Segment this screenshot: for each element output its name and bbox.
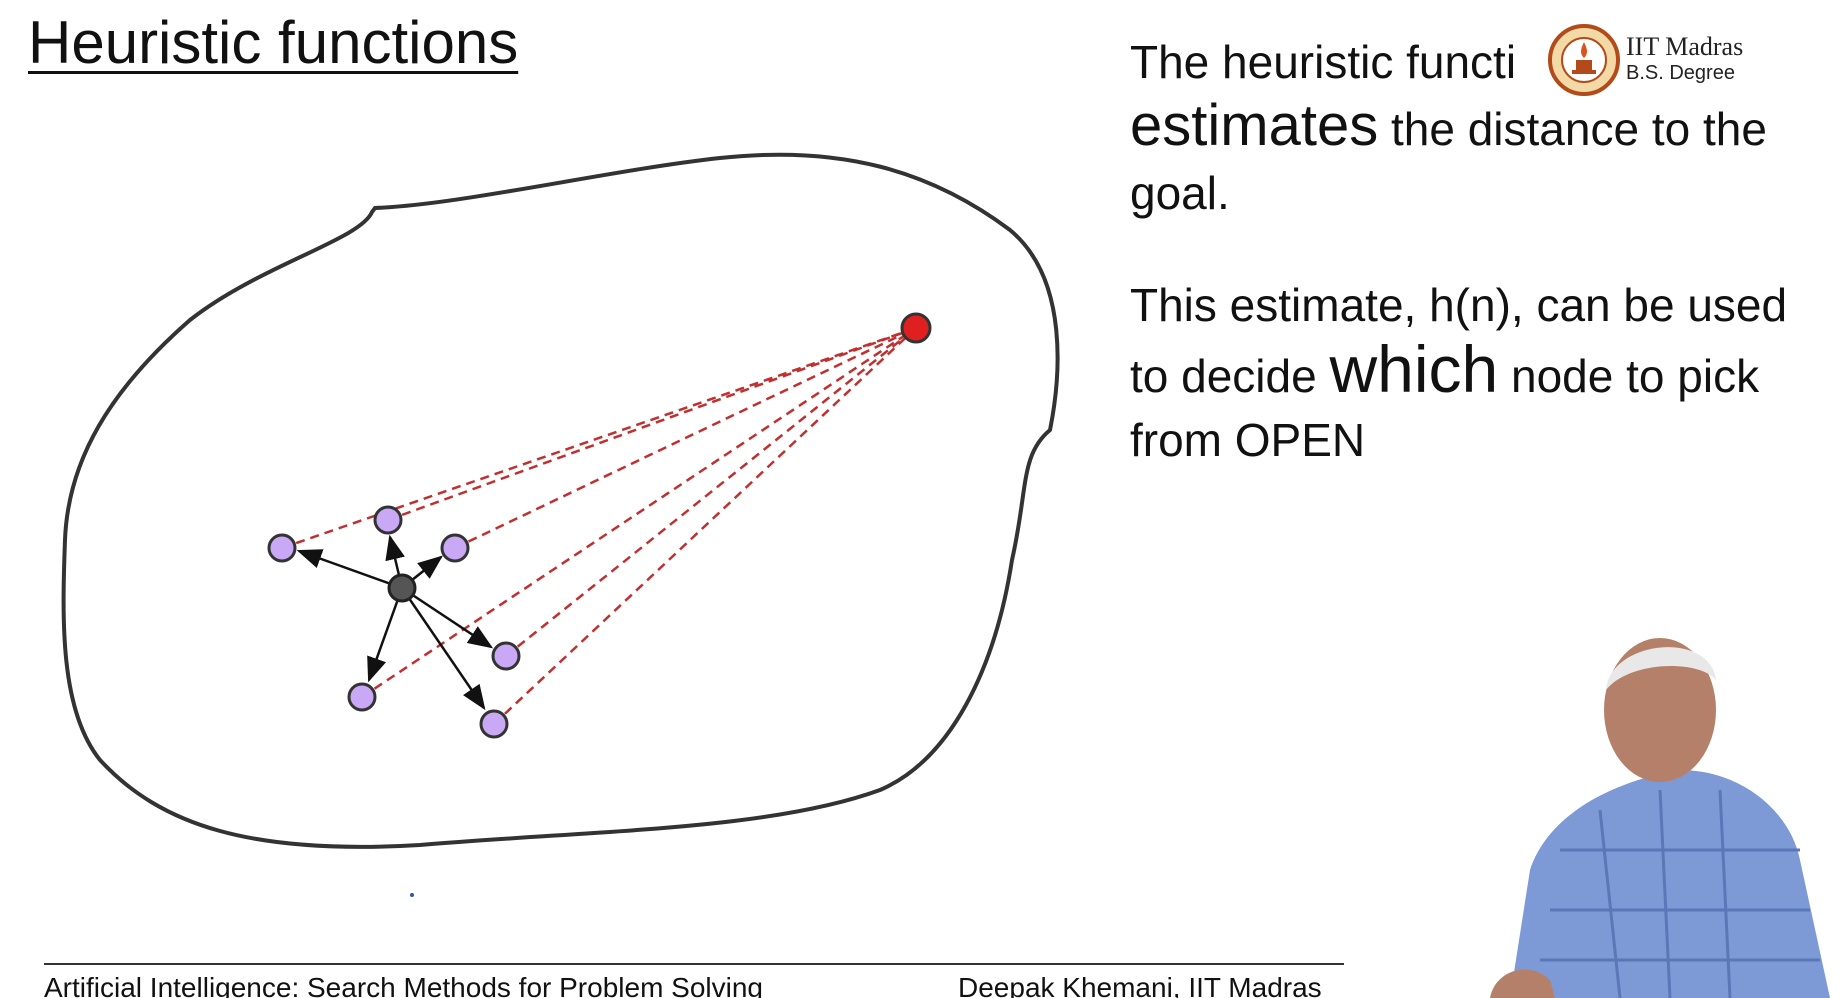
logo-subtitle: B.S. Degree <box>1626 62 1735 84</box>
slide-title: Heuristic functions <box>28 9 519 76</box>
successor-arrow <box>367 587 404 683</box>
footer-course-title: Artificial Intelligence: Search Methods … <box>44 972 764 998</box>
estimate-line <box>361 326 917 699</box>
presenter-hair <box>1606 647 1716 690</box>
current-node <box>387 573 417 603</box>
explanation-text: The heuristic functi estimates the dista… <box>1130 30 1830 472</box>
successor-node <box>267 533 297 563</box>
presenter-head <box>1604 638 1716 782</box>
estimate-line <box>454 326 917 550</box>
paragraph-heuristic-estimates: The heuristic functi estimates the dista… <box>1130 36 1767 219</box>
estimate-line <box>387 326 917 522</box>
estimate-line <box>505 327 917 657</box>
stray-dot <box>410 893 414 897</box>
footer-divider <box>44 963 1344 965</box>
successor-node <box>491 641 521 671</box>
logo-title: IIT Madras <box>1626 32 1744 61</box>
presenter-video-overlay <box>1490 638 1830 998</box>
footer-author: Deepak Khemani, IIT Madras <box>958 972 1322 998</box>
estimate-line <box>493 327 917 725</box>
successor-arrows <box>296 534 494 711</box>
paragraph-estimate-usage: This estimate, h(n), can be used to deci… <box>1130 279 1788 466</box>
presenter-hand <box>1490 969 1555 998</box>
goal-node <box>900 312 932 344</box>
successor-arrow <box>400 587 486 711</box>
emphasis-which: which <box>1329 332 1499 406</box>
iit-madras-logo: IIT Madras B.S. Degree <box>1548 22 1788 102</box>
emphasis-estimates: estimates <box>1130 93 1379 158</box>
successor-arrow <box>296 549 403 590</box>
presenter-body <box>1510 770 1830 998</box>
successor-arrow <box>401 586 494 649</box>
successor-node <box>347 682 377 712</box>
successor-nodes <box>267 505 521 739</box>
successor-node <box>479 709 509 739</box>
iit-madras-seal-icon <box>1548 24 1620 96</box>
successor-node <box>440 533 470 563</box>
state-space-boundary <box>61 152 1060 849</box>
successor-node <box>373 505 403 535</box>
